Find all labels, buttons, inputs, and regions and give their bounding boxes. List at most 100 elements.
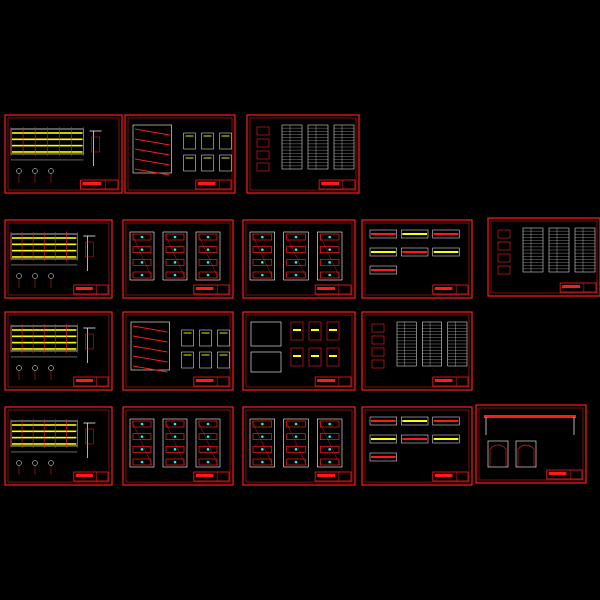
sheet-border	[361, 311, 473, 391]
rebar-mark	[206, 460, 210, 464]
detail-bubble	[32, 460, 38, 466]
drawing-sheet	[122, 406, 234, 486]
beam-rebar	[433, 420, 459, 422]
detail-tag	[256, 150, 270, 160]
rebar-mark	[261, 448, 264, 451]
rebar-mark	[173, 273, 177, 277]
title-block	[432, 376, 469, 387]
title-block	[193, 376, 230, 387]
column-section	[252, 271, 273, 279]
detail-bubble	[32, 273, 38, 279]
column-section	[286, 258, 306, 266]
column-section	[165, 458, 185, 466]
rebar-mark	[206, 235, 210, 239]
column-section	[198, 420, 218, 428]
sheet-border	[4, 219, 113, 299]
title-block-fill	[75, 379, 93, 382]
rebar-mark	[261, 261, 264, 264]
diagonal-brace	[251, 233, 273, 279]
column-plan	[195, 418, 221, 468]
detail-bubble	[16, 168, 22, 174]
column-section	[319, 233, 340, 241]
drawing-sheet	[242, 311, 356, 391]
stirrup-line	[132, 325, 168, 333]
column-plan	[195, 231, 221, 281]
column-section	[165, 433, 185, 441]
detail-tag	[497, 265, 511, 275]
detail-tag	[497, 241, 511, 251]
detail-bubble	[48, 460, 54, 466]
column-section	[286, 246, 306, 254]
column-section	[252, 458, 273, 466]
diagonal-brace	[319, 420, 341, 466]
rebar-mark	[328, 248, 331, 251]
column-section	[326, 347, 340, 367]
diagonal-brace	[285, 420, 307, 466]
detail-tag	[371, 323, 385, 333]
title-block-fill	[562, 285, 581, 288]
beam-rebar	[371, 456, 396, 458]
section-box	[91, 136, 100, 153]
beam-rebar	[371, 269, 396, 271]
title-block	[314, 471, 352, 482]
column-plan	[129, 418, 155, 468]
stirrup-line	[134, 158, 170, 166]
beam-rebar	[402, 438, 427, 440]
rebar-mark	[206, 261, 210, 264]
beam-rebar	[402, 233, 427, 235]
drawing-sheet	[4, 311, 113, 391]
portal-detail	[487, 440, 509, 468]
rebar-mark	[294, 422, 298, 426]
column-section	[132, 458, 152, 466]
drawing-sheet	[4, 114, 123, 194]
rebar-mark	[294, 261, 298, 264]
sheet-inner-border	[245, 314, 353, 388]
detail-box	[183, 154, 196, 172]
column-section	[286, 458, 306, 466]
portal-detail	[515, 440, 537, 468]
diagonal-brace	[285, 233, 307, 279]
detail-rebar	[293, 329, 301, 331]
sheet-inner-border	[127, 117, 233, 191]
column-section	[286, 445, 306, 453]
title-block	[73, 376, 109, 387]
frame-beam-fill	[484, 415, 576, 418]
rebar-mark	[173, 448, 177, 451]
title-block-fill	[434, 474, 453, 477]
detail-bubble	[32, 365, 38, 371]
detail-box	[201, 132, 214, 150]
title-block	[73, 471, 109, 482]
rebar-mark	[206, 248, 210, 251]
drawing-sheet	[475, 404, 587, 484]
sheet-inner-border	[364, 314, 470, 388]
sheet-inner-border	[125, 409, 231, 483]
beam-rebar	[433, 438, 459, 440]
rebar-mark	[140, 273, 144, 277]
detail-bubble	[16, 273, 22, 279]
detail-bubble	[32, 168, 38, 174]
rebar-mark	[140, 261, 144, 264]
column-section	[198, 233, 218, 241]
rebar-mark	[294, 235, 298, 239]
column-plan	[317, 231, 343, 281]
rebar-mark	[261, 435, 264, 438]
column-plan	[162, 418, 188, 468]
sheet-inner-border	[125, 222, 231, 296]
rebar-mark	[173, 422, 177, 426]
diagonal-brace	[131, 420, 153, 466]
title-block-fill	[317, 379, 336, 382]
sheet-border	[242, 406, 356, 486]
column-section	[198, 433, 218, 441]
column-plan	[162, 231, 188, 281]
rebar-mark	[328, 460, 331, 464]
column-section	[198, 258, 218, 266]
column-section	[308, 321, 322, 341]
detail-tag	[256, 138, 270, 148]
rebar-mark	[206, 273, 210, 277]
rebar-mark	[140, 435, 144, 438]
drawing-sheet	[122, 219, 234, 299]
title-block	[193, 471, 230, 482]
column-section	[165, 246, 185, 254]
detail-tag	[256, 162, 270, 172]
